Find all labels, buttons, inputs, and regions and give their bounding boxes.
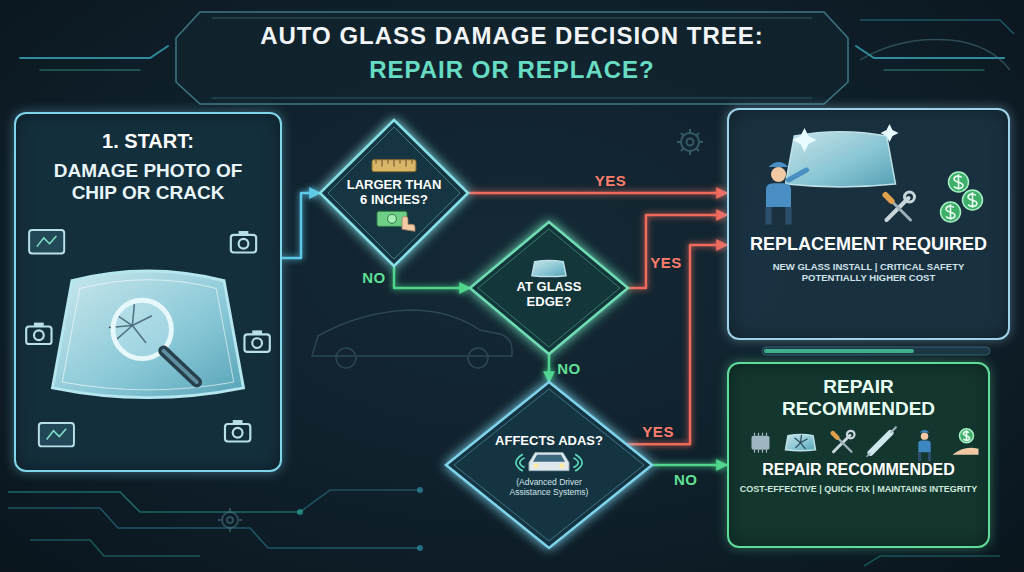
flow-arrow	[394, 266, 470, 288]
box-illustration	[727, 108, 1010, 340]
flow-arrow	[282, 193, 320, 258]
outcome-box: REPLACEMENT REQUIRED NEW GLASS INSTALL | …	[727, 108, 1010, 340]
glass-icon	[532, 260, 566, 276]
edge-label: YES	[595, 172, 627, 189]
windshield-illustration	[26, 230, 270, 446]
diagram-title: AUTO GLASS DAMAGE DECISION TREE:	[0, 22, 1024, 50]
circuit-lines	[8, 20, 1014, 566]
node-heading: AFFECTS ADAS?	[495, 433, 603, 448]
node-body: COST-EFFECTIVE | QUICK FIX | MAINTAINS I…	[740, 484, 977, 495]
gear-icon	[677, 129, 703, 155]
repair-icon	[752, 427, 979, 461]
car-silhouette	[312, 310, 512, 368]
decision-diamond: AFFECTS ADAS? (Advanced Driver Assistance…	[444, 380, 654, 550]
node-heading: LARGER THAN 6 INCHES?	[344, 177, 444, 208]
node-body: NEW GLASS INSTALL | CRITICAL SAFETY POTE…	[752, 261, 984, 283]
outcome-box: REPAIR RECOMMENDED REPAIR RECOMMENDED COST…	[727, 362, 990, 548]
node-body: (Advanced Driver Assistance Systems)	[495, 477, 603, 497]
diagram-subtitle: REPAIR OR REPLACE?	[0, 56, 1024, 84]
car-silhouette	[860, 39, 1010, 70]
flow-arrow	[626, 245, 727, 444]
start-box: 1. START: DAMAGE PHOTO OF CHIP OR CRACK	[14, 112, 282, 472]
node-body: REPAIR RECOMMENDED	[762, 461, 955, 480]
money-icon	[377, 211, 415, 231]
ruler-icon	[372, 160, 416, 172]
flow-arrow	[652, 464, 727, 467]
edge-label: NO	[674, 471, 698, 488]
node-heading: REPAIR RECOMMENDED	[759, 376, 959, 421]
edge-label: YES	[650, 254, 682, 271]
flow-arrow	[468, 192, 727, 195]
car-icon	[516, 453, 582, 471]
decision-diamond: AT GLASS EDGE?	[468, 220, 630, 356]
edge-label: NO	[362, 269, 386, 286]
edge-label: YES	[642, 423, 674, 440]
node-body: DAMAGE PHOTO OF CHIP OR CRACK	[30, 160, 266, 205]
progress-bar	[762, 347, 990, 355]
node-heading: REPLACEMENT REQUIRED	[750, 234, 987, 255]
flow-arrow	[628, 215, 727, 288]
gear-icon	[218, 508, 242, 532]
node-heading: 1. START:	[102, 130, 194, 154]
decision-diamond: LARGER THAN 6 INCHES?	[318, 118, 470, 268]
edge-label: NO	[557, 360, 581, 377]
node-heading: AT GLASS EDGE?	[503, 279, 595, 310]
replace-icon	[766, 124, 983, 225]
diamond-outline	[444, 380, 654, 550]
flow-arrow	[548, 354, 551, 382]
